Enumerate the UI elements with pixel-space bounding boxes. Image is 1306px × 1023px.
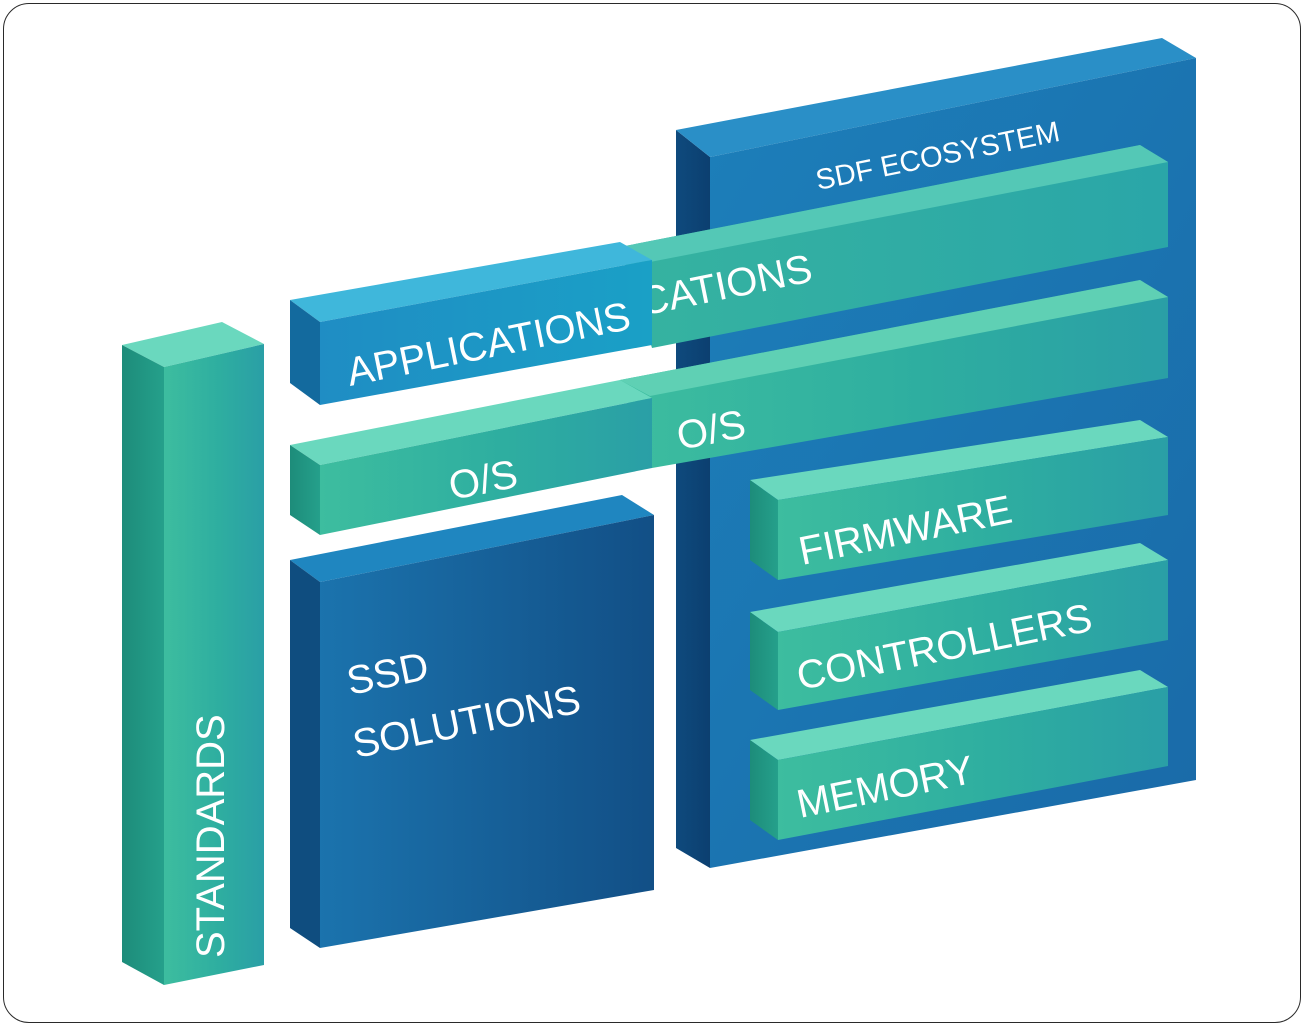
controllers-top [750,543,1168,632]
standards-front [164,344,264,985]
firmware-front [778,437,1168,580]
standards-pillar: STANDARDS [122,322,264,985]
standards-top [122,322,264,367]
applications-band-face [620,145,1168,348]
applications-bar: APPLICATIONS [290,242,652,405]
applications-band-ecosystem: ICATIONS [620,145,1168,348]
applications-band-top [620,145,1168,262]
os-band-top [620,280,1168,396]
memory-front [778,687,1168,840]
ssd-side [290,560,320,948]
os-top [290,380,652,465]
standards-side [122,345,164,985]
firmware-side [750,480,778,580]
memory-side [750,740,778,840]
os-band-face [620,280,1168,468]
os-band-ecosystem: O/S [620,280,1168,468]
os-bar: O/S [290,380,652,535]
applications-front [320,260,652,405]
firmware-top [750,420,1168,500]
memory-bar: MEMORY [750,670,1168,840]
os-side [290,445,320,535]
standards-label: STANDARDS [189,714,233,958]
ssd-front [320,515,654,948]
applications-top [290,242,652,322]
memory-top [750,670,1168,760]
ecosystem-top-face [676,38,1196,157]
ssd-solutions-block: SSD SOLUTIONS [290,495,654,948]
ssd-top [290,495,654,582]
controllers-side [750,612,778,710]
os-front [320,398,652,535]
applications-side [290,300,320,405]
controllers-front [778,560,1168,710]
